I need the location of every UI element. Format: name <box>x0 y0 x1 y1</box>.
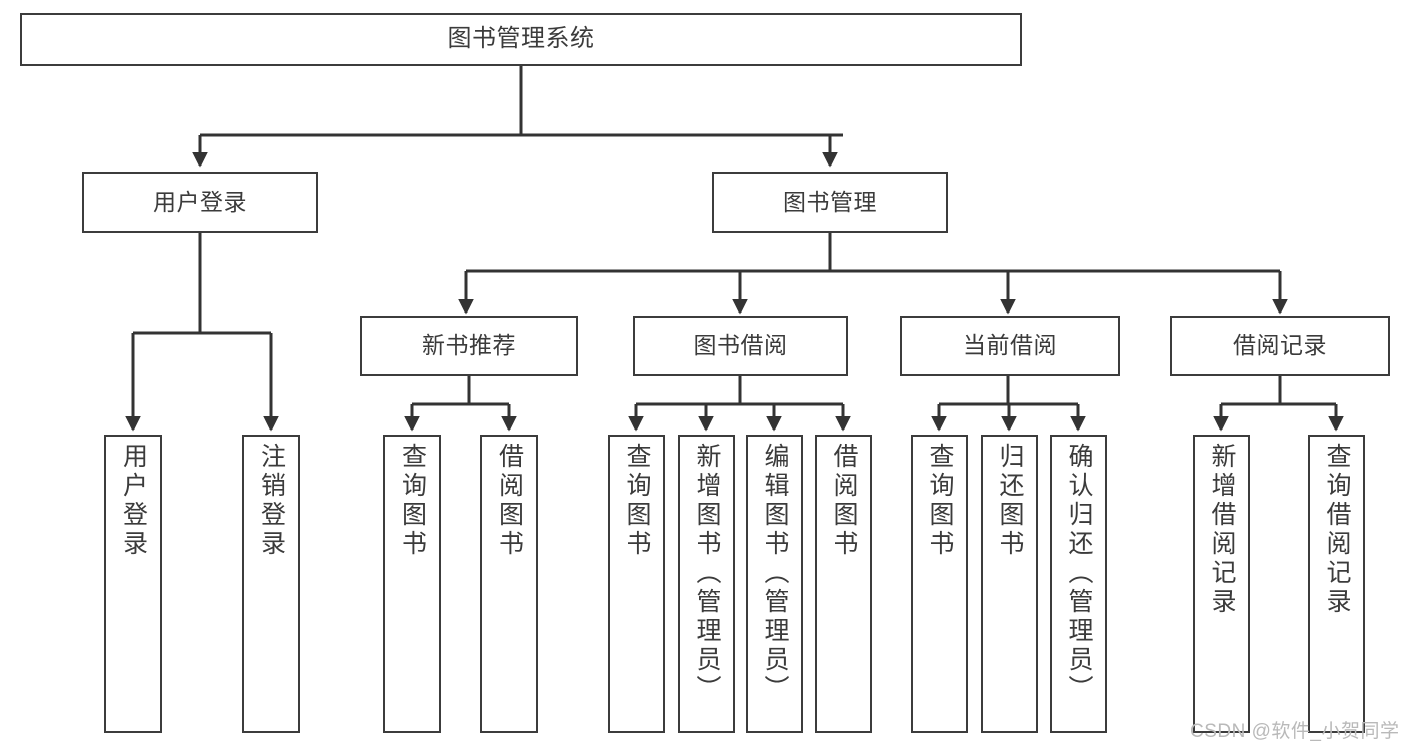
leaf-borrow-book-1-label: 借阅图书 <box>495 443 524 559</box>
leaf-add-borrow-record-label: 新增借阅记录 <box>1208 443 1236 617</box>
node-book-borrow-label: 图书借阅 <box>693 332 788 359</box>
node-new-book-recommend[interactable]: 新书推荐 <box>360 316 578 376</box>
leaf-query-borrow-record[interactable]: 查询借阅记录 <box>1308 435 1365 733</box>
leaf-return-book[interactable]: 归还图书 <box>981 435 1038 733</box>
leaf-add-borrow-record[interactable]: 新增借阅记录 <box>1193 435 1250 733</box>
leaf-confirm-return-admin-label: 确认归还（管理员） <box>1065 443 1093 704</box>
node-user-login-label: 用户登录 <box>153 188 247 215</box>
leaf-return-book-label: 归还图书 <box>996 443 1024 559</box>
node-root[interactable]: 图书管理系统 <box>20 13 1022 66</box>
node-new-book-recommend-label: 新书推荐 <box>422 332 516 359</box>
node-current-borrow[interactable]: 当前借阅 <box>900 316 1120 376</box>
csdn-watermark: CSDN @软件_小贺同学 <box>1190 721 1400 742</box>
leaf-user-login[interactable]: 用户登录 <box>104 435 162 733</box>
leaf-borrow-book-2[interactable]: 借阅图书 <box>815 435 872 733</box>
leaf-user-login-label: 用户登录 <box>119 443 148 559</box>
leaf-query-book-2-label: 查询图书 <box>623 443 651 559</box>
leaf-borrow-book-2-label: 借阅图书 <box>830 443 858 559</box>
leaf-query-borrow-record-label: 查询借阅记录 <box>1323 443 1351 617</box>
leaf-add-book-admin-label: 新增图书（管理员） <box>693 443 721 704</box>
leaf-add-book-admin[interactable]: 新增图书（管理员） <box>678 435 735 733</box>
leaf-borrow-book-1[interactable]: 借阅图书 <box>480 435 538 733</box>
node-borrow-record[interactable]: 借阅记录 <box>1170 316 1390 376</box>
node-root-label: 图书管理系统 <box>447 25 595 53</box>
leaf-query-book-3[interactable]: 查询图书 <box>911 435 968 733</box>
leaf-query-book-1-label: 查询图书 <box>398 443 427 559</box>
leaf-logout-login[interactable]: 注销登录 <box>242 435 300 733</box>
node-user-login[interactable]: 用户登录 <box>82 172 318 233</box>
node-borrow-record-label: 借阅记录 <box>1233 332 1327 359</box>
node-book-management-label: 图书管理 <box>783 188 877 215</box>
leaf-query-book-3-label: 查询图书 <box>926 443 954 559</box>
leaf-confirm-return-admin[interactable]: 确认归还（管理员） <box>1050 435 1107 733</box>
leaf-query-book-1[interactable]: 查询图书 <box>383 435 441 733</box>
leaf-edit-book-admin-label: 编辑图书（管理员） <box>761 443 789 704</box>
leaf-query-book-2[interactable]: 查询图书 <box>608 435 665 733</box>
leaf-edit-book-admin[interactable]: 编辑图书（管理员） <box>746 435 803 733</box>
node-book-management[interactable]: 图书管理 <box>712 172 948 233</box>
node-book-borrow[interactable]: 图书借阅 <box>633 316 848 376</box>
node-current-borrow-label: 当前借阅 <box>963 332 1057 359</box>
leaf-logout-login-label: 注销登录 <box>257 443 286 559</box>
